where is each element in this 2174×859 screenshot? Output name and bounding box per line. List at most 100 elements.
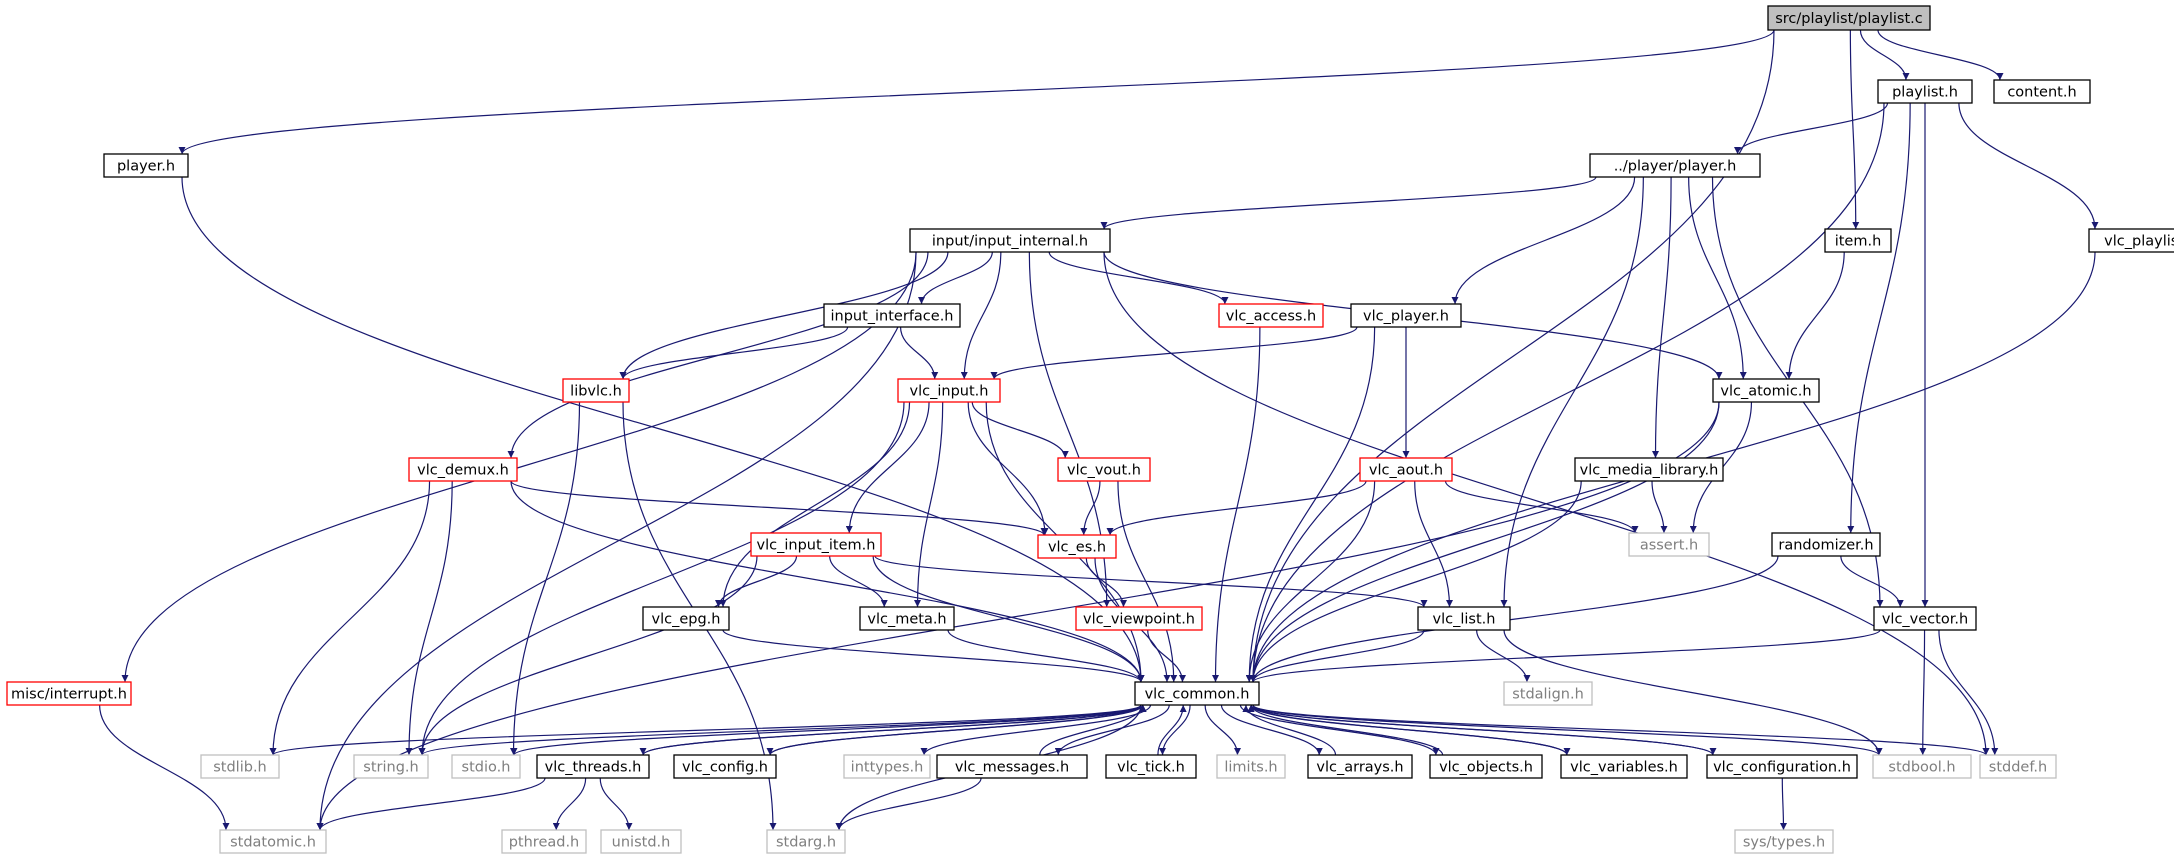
node-input-internal-h[interactable]: input/input_internal.h [909,228,1111,253]
node-limits-h: limits.h [1216,754,1286,779]
node-vlc-media-library-h[interactable]: vlc_media_library.h [1574,457,1724,482]
edge-vlc_common_h-to-inttypes_h [920,704,1152,756]
node-vlc-es-h[interactable]: vlc_es.h [1037,534,1117,559]
node-label: vlc_variables.h [1570,760,1678,776]
node-vlc-list-h[interactable]: vlc_list.h [1417,606,1511,631]
node-label: vlc_input.h [910,384,989,400]
node-vlc-player-h[interactable]: vlc_player.h [1350,303,1462,328]
node-label: vlc_media_library.h [1580,463,1719,479]
node-stdio-h: stdio.h [451,754,521,779]
node-vlc-messages-h[interactable]: vlc_messages.h [936,754,1088,779]
edge-vlc_epg_h-to-vlc_common_h [722,629,1145,683]
edge-vlc_meta_h-to-vlc_common_h [947,629,1145,683]
edge-input_internal_h-to-misc_interrupt_h [121,251,917,683]
node-vlc-meta-h[interactable]: vlc_meta.h [859,606,955,631]
node-box [1589,153,1761,178]
node-label: vlc_atomic.h [1720,384,1811,400]
node-vlc-atomic-h[interactable]: vlc_atomic.h [1712,378,1820,403]
node-content-h[interactable]: content.h [1993,79,2091,104]
node-label: vlc_player.h [1363,309,1449,325]
node-box [1429,754,1543,779]
node-box [766,829,846,854]
node-box [1993,79,2091,104]
edge-randomizer_h-to-vlc_vector_h [1840,555,1904,608]
edge-vlc_player_h-to-vlc_input_h [990,326,1358,380]
node-label: content.h [2007,85,2076,101]
node-vlc-demux-h[interactable]: vlc_demux.h [408,457,518,482]
node-pthread-h: pthread.h [501,829,587,854]
edge-playlist_h-to-vlc_playlist_h [1958,102,2099,230]
edge-playlist_h-to-randomizer_h [1847,102,1911,534]
node-box [843,754,931,779]
edge-vlc_media_library_h-to-assert_h [1651,480,1668,534]
node-libvlc-h[interactable]: libvlc.h [562,378,630,403]
node-vlc-configuration-h[interactable]: vlc_configuration.h [1706,754,1858,779]
node-box [1872,754,1972,779]
edge-vlc_demux_h-to-string_h [405,480,453,756]
node-vlc-tick-h[interactable]: vlc_tick.h [1105,754,1197,779]
node-label: sys/types.h [1743,835,1825,851]
edge-misc_interrupt_h-to-stdatomic_h [99,704,230,831]
edge-vlc_vector_h-to-stddef_h [1938,629,1999,756]
node-input-interface-h[interactable]: input_interface.h [823,303,961,328]
edge-vlc_input_h-to-vlc_meta_h [914,401,944,608]
node-pplayer-h[interactable]: ../player/player.h [1589,153,1761,178]
node-label: vlc_vector.h [1882,612,1968,628]
node-box [1216,754,1286,779]
node-label: vlc_common.h [1145,687,1250,703]
node-randomizer-h[interactable]: randomizer.h [1771,532,1881,557]
node-label: input_interface.h [830,309,953,325]
node-box [1075,606,1203,631]
node-box [642,606,730,631]
node-vlc-input-h[interactable]: vlc_input.h [897,378,1001,403]
node-vlc-arrays-h[interactable]: vlc_arrays.h [1307,754,1413,779]
node-label: libvlc.h [570,384,622,400]
node-vlc-config-h[interactable]: vlc_config.h [673,754,777,779]
header-nodes: src/playlist/playlist.c player.h playlist.… [6,5,2174,854]
edge-vlc_common_h-to-vlc_tick_h [1159,704,1191,756]
node-box [562,378,630,403]
node-vlc-variables-h[interactable]: vlc_variables.h [1560,754,1688,779]
node-player-h[interactable]: player.h [103,153,189,178]
node-misc-interrupt-h[interactable]: misc/interrupt.h [6,681,132,706]
node-label: vlc_playlist.h [2104,234,2174,250]
edge-vlc_common_h-to-stdlib_h [269,704,1142,756]
node-vlc-epg-h[interactable]: vlc_epg.h [642,606,730,631]
node-vlc-vector-h[interactable]: vlc_vector.h [1873,606,1977,631]
node-vlc-common-h[interactable]: vlc_common.h [1134,681,1260,706]
node-label: vlc_configuration.h [1713,760,1851,776]
node-label: vlc_config.h [682,760,768,776]
edge-vlc_atomic_h-to-vlc_common_h [1249,401,1720,683]
node-vlc-aout-h[interactable]: vlc_aout.h [1359,457,1453,482]
node-vlc-playlist-h[interactable]: vlc_playlist.h [2088,228,2174,253]
edge-playlist_h-to-vlc_common_h [1249,102,1885,683]
edge-vlc_variables_h-to-vlc_common_h [1247,704,1568,756]
node-item-h[interactable]: item.h [1824,228,1892,253]
node-box [1771,532,1881,557]
node-vlc-input-item-h[interactable]: vlc_input_item.h [750,532,882,557]
node-label: vlc_access.h [1226,309,1317,325]
node-box [1628,532,1710,557]
node-playlist-h[interactable]: playlist.h [1877,79,1973,104]
edge-vlc_demux_h-to-vlc_es_h [510,480,1048,536]
node-vlc-access-h[interactable]: vlc_access.h [1218,303,1324,328]
node-label: stddef.h [1989,760,2047,776]
edge-vlc_vout_h-to-vlc_es_h [1080,480,1101,536]
node-box [200,754,280,779]
node-vlc-threads-h[interactable]: vlc_threads.h [536,754,650,779]
node-label: stdarg.h [776,835,836,851]
node-box [1734,829,1834,854]
node-inttypes-h: inttypes.h [843,754,931,779]
node-vlc-objects-h[interactable]: vlc_objects.h [1429,754,1543,779]
node-root[interactable]: src/playlist/playlist.c [1767,5,1931,31]
edge-item_h-to-vlc_atomic_h [1785,251,1845,380]
node-box [1503,681,1593,706]
node-box [1877,79,1973,104]
edge-vlc_input_item_h-to-vlc_meta_h [829,555,888,608]
edge-vlc_list_h-to-stdbool_h [1503,629,1883,756]
edge-vlc_common_h-to-vlc_messages_h [1054,704,1170,756]
edge-pplayer_h-to-input_internal_h [1100,176,1597,230]
dependency-edges [99,29,2099,831]
node-vlc-viewpoint-h[interactable]: vlc_viewpoint.h [1075,606,1203,631]
node-vlc-vout-h[interactable]: vlc_vout.h [1057,457,1151,482]
